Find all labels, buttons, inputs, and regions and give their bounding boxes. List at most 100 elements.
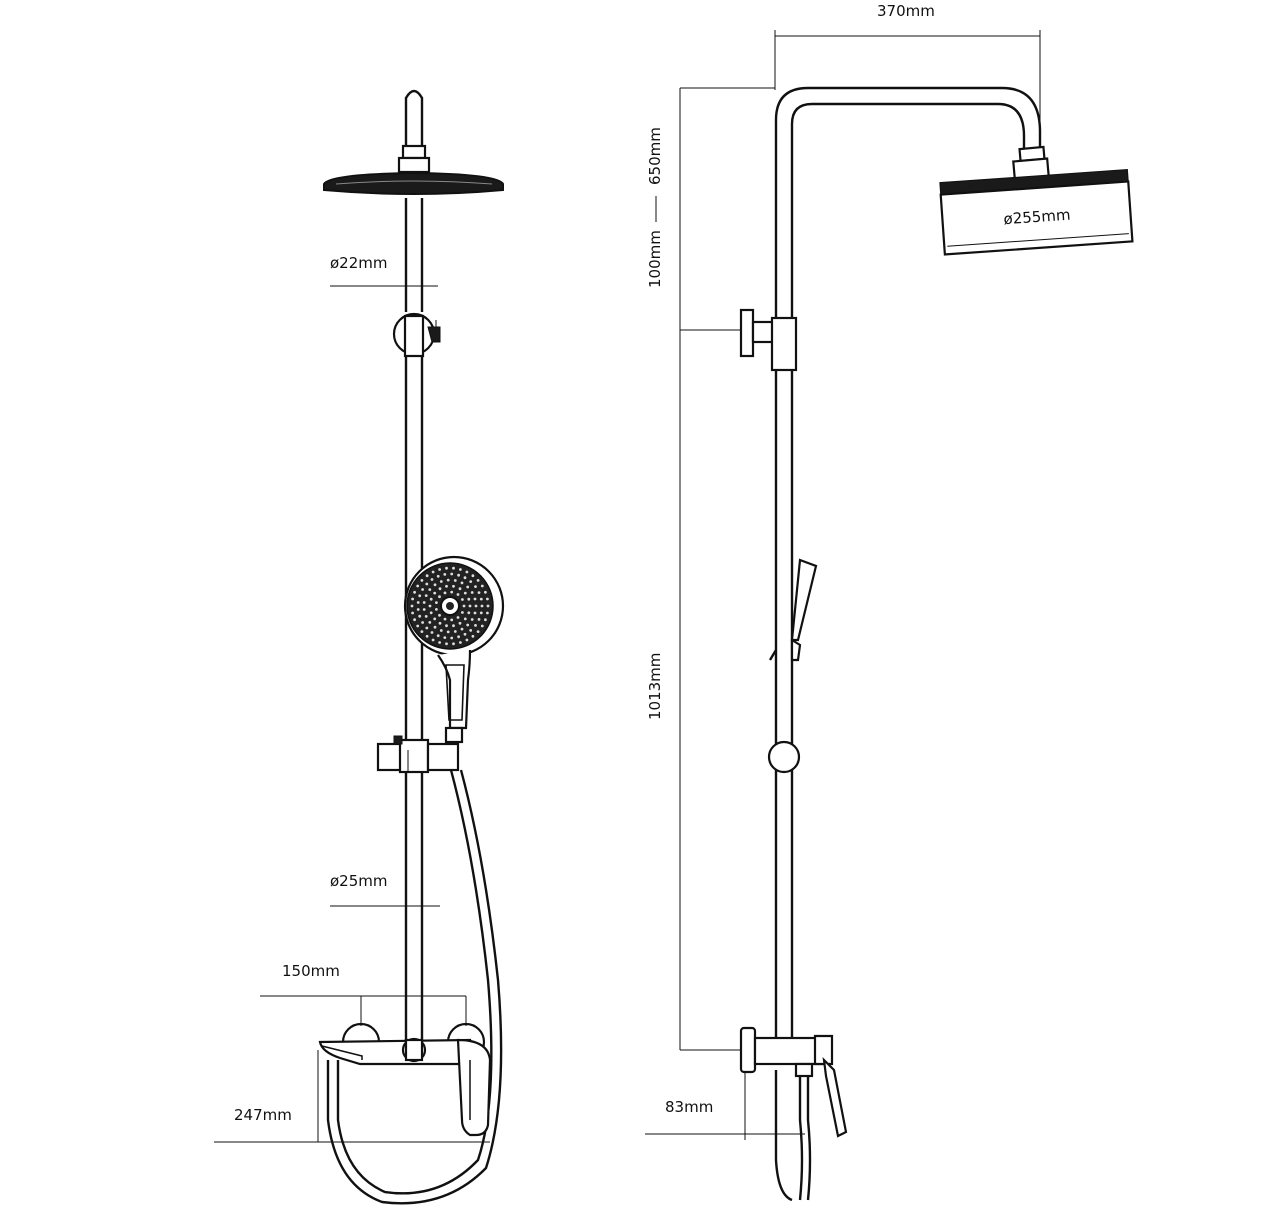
- nozzle-dot: [466, 585, 470, 589]
- nozzle-dot: [443, 591, 447, 595]
- nozzle-dot: [460, 627, 464, 631]
- nozzle-dot: [433, 583, 437, 587]
- nozzle-dot: [480, 624, 484, 628]
- side-mixer-outlet: [794, 1062, 814, 1078]
- dim-25-label: ø25mm: [330, 872, 388, 890]
- front-hand-shower-neck: [444, 726, 464, 744]
- nozzle-dot: [413, 618, 416, 622]
- nozzle-dot: [425, 634, 429, 638]
- front-slider-right-block: [426, 742, 460, 772]
- side-hand-shower-line: [768, 649, 778, 661]
- front-head-connector: [401, 144, 427, 160]
- nozzle-dot: [429, 611, 433, 615]
- nozzle-dot: [416, 584, 420, 588]
- nozzle-dot: [435, 608, 438, 611]
- nozzle-dot: [438, 595, 441, 599]
- nozzle-dot: [463, 617, 467, 621]
- nozzle-dot: [445, 566, 448, 570]
- nozzle-dot: [474, 585, 477, 588]
- nozzle-dot: [452, 566, 455, 570]
- nozzle-dot: [474, 604, 478, 608]
- nozzle-dot: [458, 621, 462, 625]
- nozzle-dot: [425, 582, 429, 586]
- nozzle-dot: [445, 624, 448, 628]
- front-head-nut: [397, 156, 431, 174]
- nozzle-dot: [428, 588, 432, 591]
- nozzle-dot: [438, 613, 441, 617]
- nozzle-dot: [445, 584, 448, 588]
- dim-150-label: 150mm: [282, 962, 340, 980]
- front-slider-holder: [376, 735, 460, 774]
- nozzle-dot: [471, 634, 475, 638]
- nozzle-dot: [459, 641, 462, 644]
- front-diverter-body: [403, 314, 425, 358]
- nozzle-dot: [469, 629, 473, 632]
- nozzle-dot: [486, 611, 489, 615]
- nozzle-dot: [435, 601, 438, 604]
- nozzle-dot: [421, 621, 424, 624]
- dim-255-line: [947, 233, 1129, 247]
- nozzle-dot: [461, 611, 464, 614]
- nozzle-dot: [462, 604, 466, 608]
- nozzle-dot: [473, 597, 477, 601]
- side-arm: [774, 86, 1042, 320]
- nozzle-dot: [411, 597, 414, 601]
- nozzle-dot: [467, 611, 471, 615]
- nozzle-dot: [445, 642, 448, 646]
- nozzle-dot: [466, 623, 470, 627]
- nozzle-dot: [433, 625, 437, 629]
- nozzle-dot: [439, 580, 443, 583]
- nozzle-dot: [456, 616, 460, 619]
- nozzle-dot: [436, 634, 440, 638]
- side-diverter-knob: [739, 308, 755, 358]
- nozzle-dot: [420, 630, 424, 633]
- nozzle-dot: [461, 598, 464, 601]
- nozzle-dot: [453, 630, 457, 633]
- front-mixer-body: [318, 1038, 472, 1066]
- nozzle-dot: [416, 601, 420, 604]
- side-diverter-body: [770, 316, 798, 372]
- front-hand-shower-nozzles: [410, 566, 490, 646]
- front-hose-outer: [326, 769, 503, 1205]
- nozzle-dot: [457, 635, 460, 639]
- nozzle-dot: [467, 597, 471, 601]
- side-mixer-cap: [813, 1034, 834, 1066]
- dim-22-label: ø22mm: [330, 254, 388, 272]
- nozzle-dot: [460, 581, 464, 585]
- nozzle-dot: [428, 604, 432, 608]
- nozzle-dot: [439, 629, 443, 632]
- nozzle-dot: [410, 604, 414, 608]
- dim-650-label: 650mm: [646, 127, 664, 185]
- front-top-arm: [404, 89, 424, 145]
- side-arm-inner: [790, 102, 1026, 320]
- nozzle-dot: [470, 618, 474, 621]
- side-hand-shower-head: [790, 558, 818, 642]
- nozzle-dot: [422, 601, 426, 604]
- side-slider-holder: [767, 740, 801, 774]
- dim-255-label: ø255mm: [1003, 206, 1071, 229]
- nozzle-dot: [425, 574, 429, 578]
- nozzle-dot: [428, 621, 432, 624]
- nozzle-dot: [446, 630, 450, 634]
- front-hand-shower-center-dot: [446, 602, 454, 610]
- front-mixer: [318, 1022, 492, 1137]
- nozzle-dot: [473, 611, 477, 615]
- front-slider-knob: [393, 735, 403, 745]
- nozzle-dot: [459, 568, 462, 571]
- nozzle-dot: [431, 638, 435, 642]
- front-hand-shower: [403, 555, 505, 744]
- nozzle-dot: [438, 587, 442, 591]
- front-slider-center: [398, 738, 430, 774]
- nozzle-dot: [479, 611, 483, 615]
- nozzle-dot: [463, 576, 467, 580]
- nozzle-dot: [433, 617, 437, 621]
- nozzle-dot: [420, 579, 424, 582]
- front-view: ø22mm ø25mm 150mm 247mm: [214, 89, 505, 1205]
- nozzle-dot: [421, 588, 424, 591]
- nozzle-dot: [433, 591, 437, 595]
- nozzle-dot: [458, 587, 462, 591]
- nozzle-dot: [416, 608, 420, 611]
- nozzle-dot: [425, 626, 429, 630]
- side-mixer-body: [753, 1036, 827, 1066]
